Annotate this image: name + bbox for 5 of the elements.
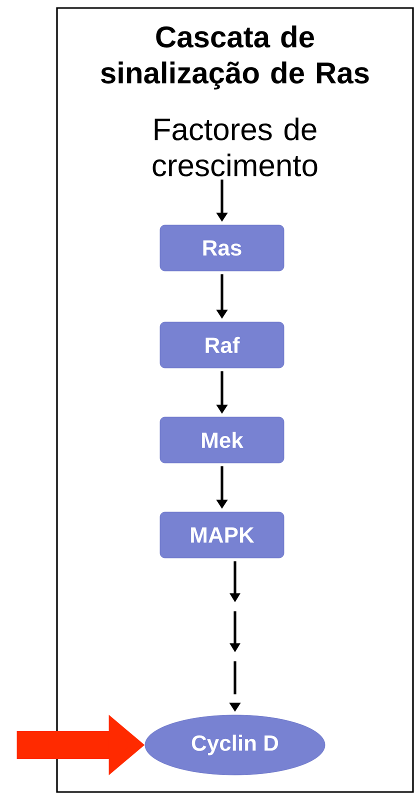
- protein-box: MAPK: [160, 512, 284, 558]
- protein-box: Mek: [160, 416, 284, 464]
- protein-box: Raf: [160, 322, 284, 368]
- input-label: Factores de crescimento: [152, 118, 318, 176]
- protein-box: Ras: [160, 224, 284, 272]
